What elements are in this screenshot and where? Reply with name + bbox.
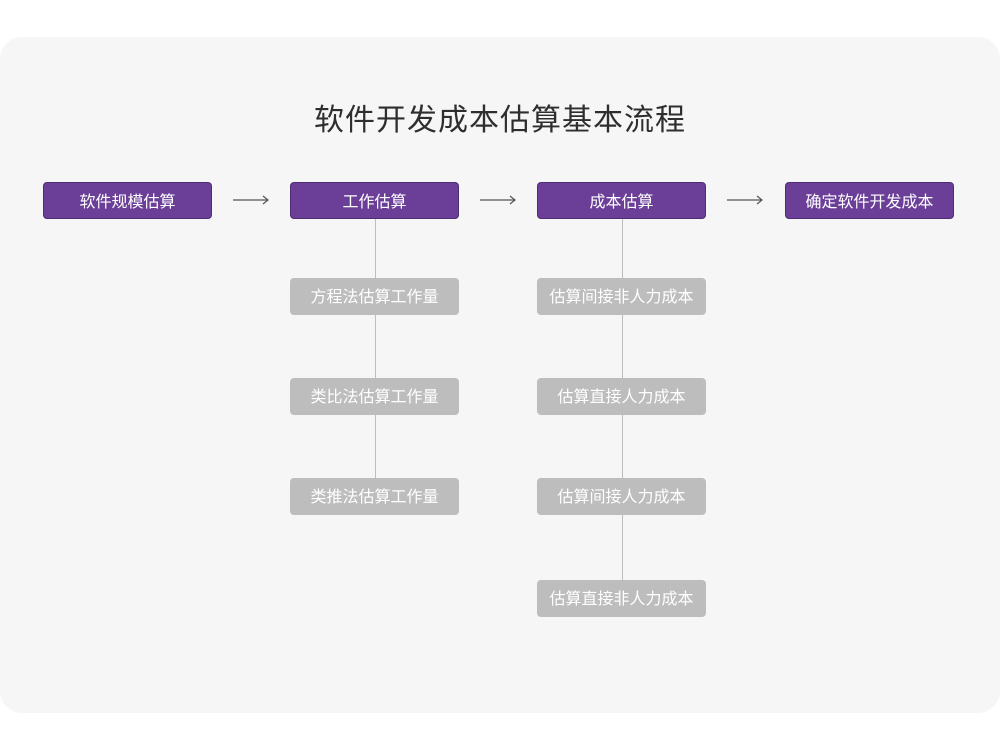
arrow-right-icon [480,195,516,205]
cost-item-indirect-labor: 估算间接人力成本 [537,478,706,515]
step-work-estimation: 工作估算 [290,182,459,219]
cost-item-indirect-nonlabor: 估算间接非人力成本 [537,278,706,315]
step-determine-dev-cost: 确定软件开发成本 [785,182,954,219]
arrow-right-icon [727,195,763,205]
arrow-right-icon [233,195,269,205]
work-method-analogy: 类比法估算工作量 [290,378,459,415]
step-cost-estimation: 成本估算 [537,182,706,219]
diagram-title: 软件开发成本估算基本流程 [314,103,686,138]
cost-item-direct-labor: 估算直接人力成本 [537,378,706,415]
connector-line-work [375,219,376,497]
work-method-equation: 方程法估算工作量 [290,278,459,315]
work-method-inference: 类推法估算工作量 [290,478,459,515]
diagram-canvas [0,37,1000,713]
step-software-size-estimation: 软件规模估算 [43,182,212,219]
cost-item-direct-nonlabor: 估算直接非人力成本 [537,580,706,617]
